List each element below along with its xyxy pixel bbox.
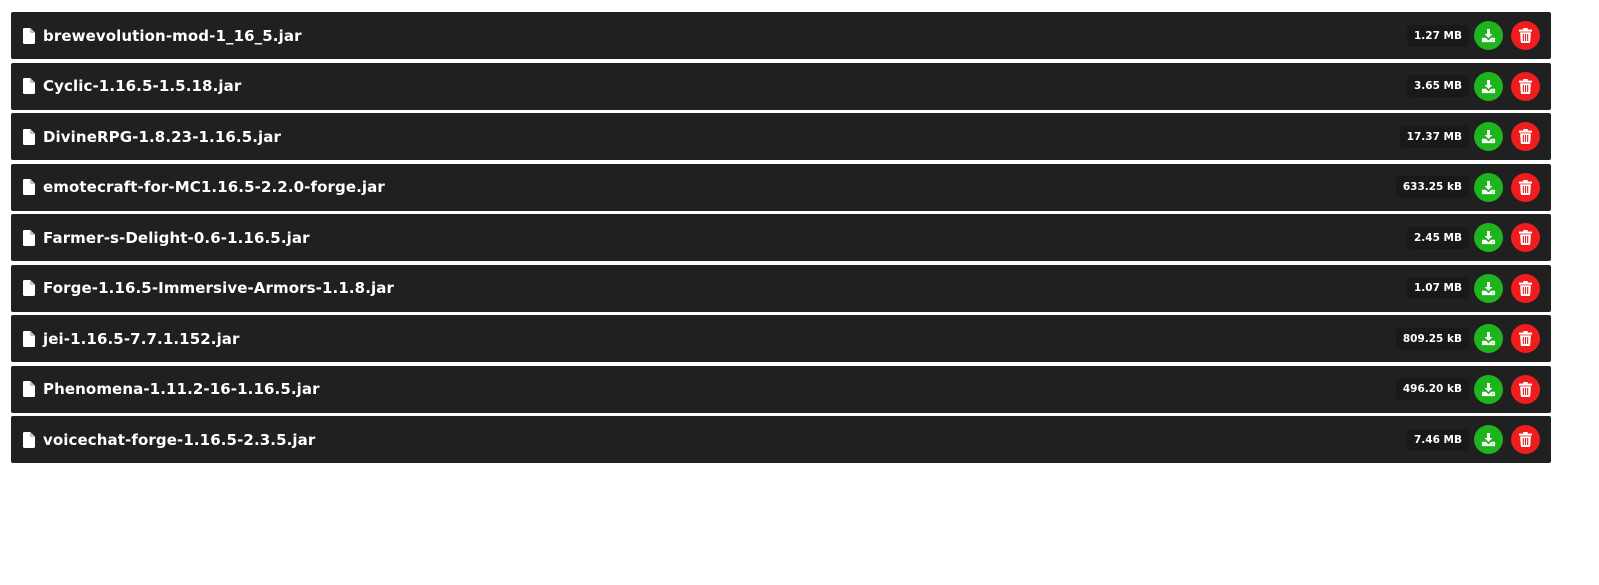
file-name: Farmer-s-Delight-0.6-1.16.5.jar — [43, 228, 310, 247]
trash-icon — [1519, 280, 1532, 296]
file-row: voicechat-forge-1.16.5-2.3.5.jar 7.46 MB — [11, 416, 1551, 463]
download-button[interactable] — [1474, 374, 1503, 404]
file-size-badge: 1.07 MB — [1406, 277, 1469, 299]
download-icon — [1481, 230, 1496, 245]
file-row: Forge-1.16.5-Immersive-Armors-1.1.8.jar … — [11, 264, 1551, 312]
trash-icon — [1519, 331, 1532, 346]
trash-icon — [1519, 78, 1532, 94]
download-icon — [1481, 79, 1496, 93]
download-button[interactable] — [1474, 223, 1503, 252]
download-icon — [1481, 180, 1496, 194]
file-size-badge: 1.27 MB — [1406, 24, 1469, 47]
file-name: Cyclic-1.16.5-1.5.18.jar — [43, 77, 242, 95]
download-button[interactable] — [1474, 425, 1503, 454]
file-row: Phenomena-1.11.2-16-1.16.5.jar 496.20 kB — [11, 365, 1551, 413]
download-icon — [1481, 129, 1496, 144]
trash-icon — [1519, 381, 1532, 397]
file-name: DivineRPG-1.8.23-1.16.5.jar — [43, 127, 282, 146]
file-icon — [23, 381, 35, 397]
download-button[interactable] — [1474, 172, 1503, 202]
delete-button[interactable] — [1511, 122, 1540, 151]
download-icon — [1481, 281, 1496, 295]
file-name: jei-1.16.5-7.7.1.152.jar — [43, 329, 240, 348]
file-row: Cyclic-1.16.5-1.5.18.jar 3.65 MB — [11, 62, 1551, 110]
file-name: brewevolution-mod-1_16_5.jar — [43, 26, 302, 45]
trash-icon — [1519, 432, 1532, 447]
download-button[interactable] — [1474, 122, 1503, 151]
trash-icon — [1519, 28, 1532, 43]
delete-button[interactable] — [1511, 374, 1540, 404]
download-button[interactable] — [1474, 324, 1503, 353]
delete-button[interactable] — [1511, 172, 1540, 202]
download-icon — [1481, 331, 1496, 346]
download-icon — [1481, 28, 1496, 43]
file-size-badge: 3.65 MB — [1406, 75, 1469, 97]
file-icon — [23, 128, 35, 145]
file-size-badge: 809.25 kB — [1395, 327, 1469, 350]
file-size-badge: 17.37 MB — [1399, 125, 1469, 148]
file-list: brewevolution-mod-1_16_5.jar 1.27 MB — [11, 12, 1551, 467]
file-name: Forge-1.16.5-Immersive-Armors-1.1.8.jar — [43, 279, 394, 297]
file-row: emotecraft-for-MC1.16.5-2.2.0-forge.jar … — [11, 163, 1551, 211]
trash-icon — [1519, 230, 1532, 245]
download-button[interactable] — [1474, 71, 1503, 101]
file-size-badge: 496.20 kB — [1395, 378, 1469, 400]
file-icon — [23, 431, 35, 448]
trash-icon — [1519, 179, 1532, 195]
delete-button[interactable] — [1511, 21, 1540, 50]
delete-button[interactable] — [1511, 223, 1540, 252]
file-name: emotecraft-for-MC1.16.5-2.2.0-forge.jar — [43, 178, 385, 196]
file-icon — [23, 280, 35, 296]
file-size-badge: 633.25 kB — [1395, 176, 1469, 198]
download-button[interactable] — [1474, 21, 1503, 50]
file-row: brewevolution-mod-1_16_5.jar 1.27 MB — [11, 12, 1551, 59]
file-icon — [23, 229, 35, 246]
file-icon — [23, 179, 35, 195]
file-size-badge: 2.45 MB — [1406, 226, 1469, 249]
file-icon — [23, 27, 35, 44]
file-name: Phenomena-1.11.2-16-1.16.5.jar — [43, 380, 320, 398]
file-icon — [23, 330, 35, 347]
delete-button[interactable] — [1511, 273, 1540, 303]
delete-button[interactable] — [1511, 71, 1540, 101]
file-row: Farmer-s-Delight-0.6-1.16.5.jar 2.45 MB — [11, 214, 1551, 261]
delete-button[interactable] — [1511, 324, 1540, 353]
file-row: jei-1.16.5-7.7.1.152.jar 809.25 kB — [11, 315, 1551, 362]
file-icon — [23, 78, 35, 94]
download-button[interactable] — [1474, 273, 1503, 303]
trash-icon — [1519, 129, 1532, 144]
file-size-badge: 7.46 MB — [1406, 428, 1469, 451]
download-icon — [1481, 382, 1496, 396]
delete-button[interactable] — [1511, 425, 1540, 454]
file-name: voicechat-forge-1.16.5-2.3.5.jar — [43, 430, 316, 449]
download-icon — [1481, 432, 1496, 447]
file-row: DivineRPG-1.8.23-1.16.5.jar 17.37 MB — [11, 113, 1551, 160]
